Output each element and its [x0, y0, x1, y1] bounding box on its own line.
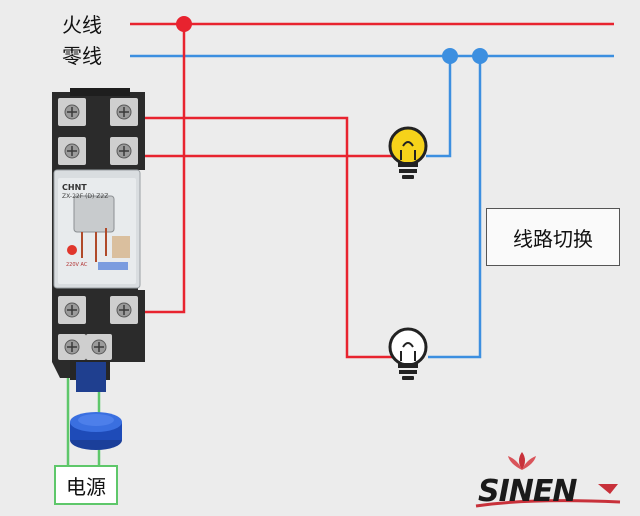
- live-wire-to-relay: [130, 24, 186, 314]
- unlit-bulb-icon: [388, 327, 428, 380]
- live-junction-dot: [176, 16, 192, 32]
- lotus-icon: [508, 452, 536, 470]
- live-wire-label: 火线: [62, 13, 102, 37]
- brand-logo-text: SINEN: [478, 474, 577, 509]
- relay-module: CHNT ZX-22F (D) Z2Z 220V AC: [52, 88, 145, 380]
- neutral-to-lower-bulb: [428, 56, 482, 359]
- neutral-wire-label: 零线: [62, 44, 102, 68]
- neutral-to-upper-bulb: [426, 56, 452, 158]
- brand-logo: [475, 452, 621, 508]
- power-source-label-box: 电源: [54, 465, 118, 505]
- neutral-junction-dot-2: [472, 48, 488, 64]
- relay-indicator-led: [67, 245, 77, 255]
- relay-output-to-lower-bulb: [130, 116, 392, 359]
- relay-model-text: ZX-22F (D) Z2Z: [62, 193, 108, 200]
- neutral-junction-dot-1: [442, 48, 458, 64]
- push-button: [70, 362, 122, 450]
- relay-coil-text: 220V AC: [66, 262, 88, 268]
- circuit-switch-label-box: 线路切换: [486, 208, 620, 266]
- relay-brand-text: CHNT: [62, 183, 87, 192]
- lit-bulb-icon: [388, 126, 428, 179]
